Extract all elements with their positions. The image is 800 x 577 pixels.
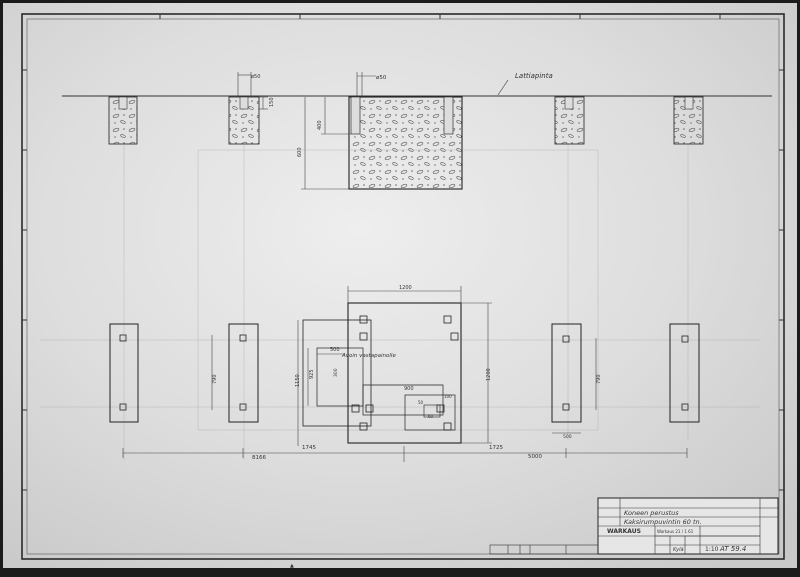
dim-height-left: 1150: [295, 374, 301, 387]
dim-main-width: 1200: [399, 285, 412, 291]
dim-recess-width: 500: [330, 347, 340, 353]
plan-recess-label: Avoin vastapainolle: [341, 353, 396, 359]
dim-left-block-height: 790: [212, 374, 218, 384]
dim-pocket-large: ø50: [376, 75, 387, 81]
small-foundation-block: [108, 96, 138, 145]
title-line-2: Kaksirumpuvintin 60 tn.: [624, 518, 702, 526]
date-label: Warkaus 21 / 1 61: [657, 529, 694, 534]
dim-span-right: 5000: [528, 454, 542, 460]
dim-small-offset: 50: [418, 400, 424, 405]
plan-side-block: [228, 323, 259, 423]
dim-span-center-left: 1745: [302, 445, 316, 451]
dim-recess-height: 300: [333, 368, 339, 377]
dim-inner-height: 925: [309, 369, 315, 379]
dim-span-left: 8166: [252, 455, 266, 461]
outer-border: [21, 13, 785, 560]
dim-right-block-height: 790: [596, 374, 602, 384]
dim-right-block-width: 500: [563, 434, 572, 440]
small-foundation-block: [554, 96, 585, 145]
scale-label: 1:10: [705, 546, 719, 553]
plan-side-block: [669, 323, 700, 423]
plan-dimension-lines: [122, 286, 688, 462]
dim-small-side: 100: [444, 394, 452, 399]
dim-inner-width: 900: [404, 386, 414, 392]
dim-pocket-depth-large: 400: [317, 120, 323, 130]
signature: Kylä: [673, 547, 684, 553]
title-line-1: Koneen perustus: [624, 509, 679, 517]
elevation-dimension-lines: [237, 72, 376, 190]
floor-label-leader: [497, 79, 509, 96]
small-foundation-block: [228, 96, 260, 145]
title-block: [597, 497, 779, 555]
main-foundation-block: [348, 96, 463, 190]
small-foundation-block: [673, 96, 704, 145]
corner-mark: ▲: [290, 563, 294, 569]
border-ticks: [22, 14, 784, 491]
dim-pocket-small: ø50: [251, 74, 260, 80]
inner-border: [26, 18, 780, 555]
dim-pocket-depth-small: 150: [269, 97, 275, 107]
dim-block-depth: 600: [297, 147, 303, 157]
drawing-number: AT 59.4: [719, 545, 746, 553]
plan-side-block: [551, 323, 582, 423]
dim-small-width: 60: [428, 414, 434, 419]
floor-label: Lattiapinta: [515, 72, 553, 80]
plan-bolt-pockets: [351, 315, 459, 431]
dim-span-center-right: 1725: [489, 445, 503, 451]
plan-side-block: [109, 323, 139, 423]
dim-main-height: 1200: [486, 368, 492, 381]
company-name: WARKAUS: [607, 528, 641, 535]
projection-lines: [40, 144, 760, 460]
